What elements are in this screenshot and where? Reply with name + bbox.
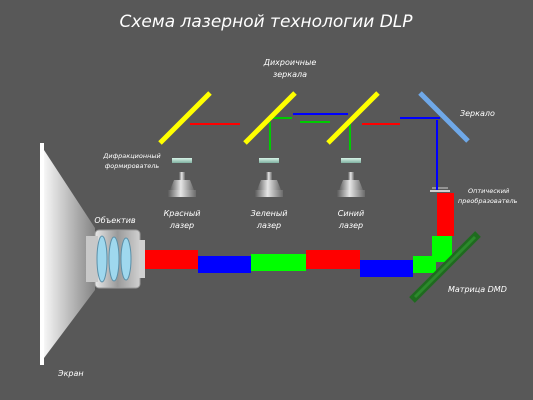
dichroic-mirror-2: [243, 91, 297, 145]
dmd-label: Матрица DMD: [448, 285, 507, 294]
screen-label: Экран: [57, 369, 84, 378]
green-laser: [255, 172, 283, 197]
beam-segment-green-2: [413, 256, 436, 273]
blue-laser-label-line2: лазер: [338, 221, 363, 230]
red-laser-label-line1: Красный: [164, 209, 201, 218]
beam-segment-red-1: [145, 250, 198, 269]
diffraction-label-line2: формирователь: [105, 162, 160, 170]
dichroic-mirror-3: [326, 91, 380, 145]
dichroic-label-line2: зеркала: [273, 70, 307, 79]
lens-label: Объектив: [94, 216, 135, 225]
dichroic-label-line1: Дихроичные: [263, 58, 317, 67]
diffraction-element-2: [259, 158, 279, 163]
diffraction-element-1: [172, 158, 192, 163]
page-title: Схема лазерной технологии DLP: [119, 12, 413, 32]
screen: [40, 143, 44, 365]
dichroic-mirror-1: [158, 91, 212, 145]
objective-lens: [86, 229, 145, 289]
blue-laser: [337, 172, 365, 197]
beam-segment-green-1: [251, 254, 306, 271]
beam-segment-red-2: [306, 250, 360, 269]
projection-beam: [44, 150, 95, 358]
beam-segment-blue-1: [198, 256, 251, 273]
green-laser-label-line1: Зеленый: [251, 209, 288, 218]
optical-converter-label-line2: преобразователь: [458, 197, 518, 205]
optical-converter-label-line1: Оптический: [468, 187, 509, 195]
mirror-label: Зеркало: [460, 109, 495, 118]
red-laser: [168, 172, 196, 197]
diffraction-label-line1: Дифракционный: [102, 152, 160, 160]
beam-vertical-red: [437, 193, 454, 236]
red-laser-label-line2: лазер: [169, 221, 194, 230]
beam-vertical-green: [432, 236, 452, 262]
beam-segment-blue-2: [360, 260, 413, 277]
mirror: [418, 91, 470, 143]
blue-laser-label-line1: Синий: [338, 209, 364, 218]
green-laser-label-line2: лазер: [256, 221, 281, 230]
diffraction-element-3: [341, 158, 361, 163]
